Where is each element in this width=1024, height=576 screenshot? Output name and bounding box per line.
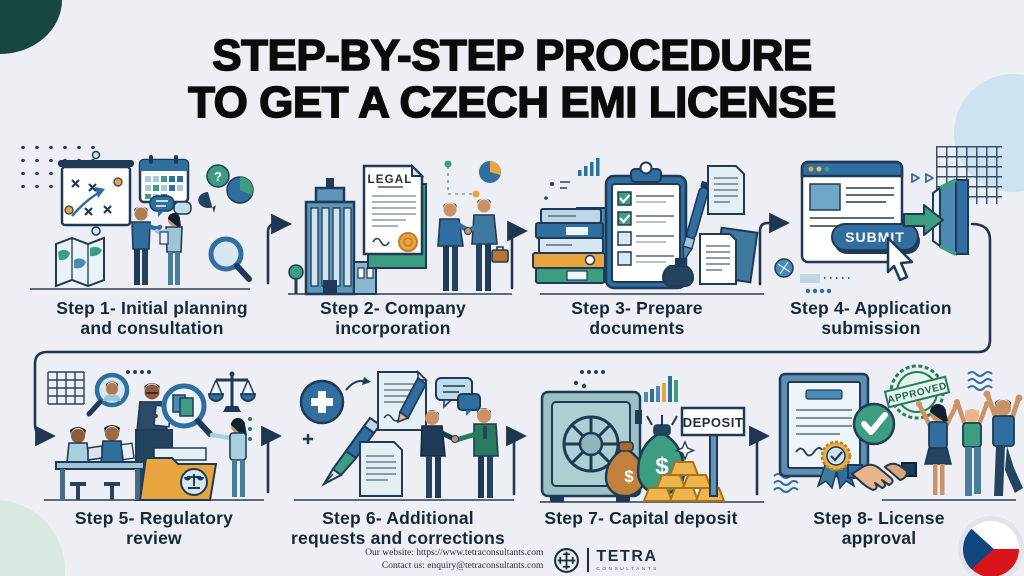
page-title: STEP-BY-STEP PROCEDURE TO GET A CZECH EM… bbox=[0, 31, 1024, 127]
grid-decoration bbox=[47, 371, 85, 405]
edited-document-icon bbox=[377, 370, 428, 431]
step-3-illustration bbox=[532, 150, 772, 300]
footer-contact-block: Our website: https://www.tetraconsultant… bbox=[365, 547, 543, 574]
award-ribbon-icon bbox=[816, 440, 856, 490]
step-1-illustration: ? bbox=[12, 140, 262, 295]
brand-text: TETRA CONSULTANTS bbox=[596, 547, 659, 572]
magnifier-documents-icon bbox=[161, 383, 213, 437]
czech-flag-icon bbox=[963, 521, 1019, 576]
dots-decoration bbox=[126, 370, 252, 441]
team-desk-icon bbox=[55, 425, 145, 500]
legal-document-icon: LEGAL bbox=[362, 163, 427, 269]
dots-decoration bbox=[573, 370, 605, 389]
submit-button: SUBMIT bbox=[831, 223, 920, 254]
deposit-label: DEPOSIT bbox=[683, 415, 744, 430]
connector-step4-step5 bbox=[33, 222, 992, 447]
magnifier-person-icon bbox=[86, 372, 130, 417]
calendar-icon bbox=[138, 155, 190, 204]
bar-chart-decoration bbox=[544, 158, 600, 200]
plus-circle-icon bbox=[299, 379, 345, 425]
check-circle-icon bbox=[852, 402, 896, 446]
dollar-sign: $ bbox=[624, 467, 634, 486]
cursor-icon bbox=[886, 236, 914, 282]
legal-folder-icon bbox=[138, 447, 218, 501]
footer: Our website: https://www.tetraconsultant… bbox=[0, 545, 1024, 575]
step-8-illustration: APPROVED bbox=[772, 362, 1024, 504]
triangle-decoration bbox=[911, 173, 934, 183]
celebrating-woman bbox=[916, 401, 959, 495]
connector-step5-step6 bbox=[261, 425, 282, 494]
svg-text:?: ? bbox=[214, 169, 222, 184]
dashed-line-decoration bbox=[444, 160, 480, 198]
browser-window-icon bbox=[800, 160, 904, 264]
step-2-illustration: LEGAL bbox=[280, 150, 520, 300]
strategy-board-icon bbox=[58, 150, 134, 236]
step-5-illustration bbox=[32, 362, 272, 504]
brand-name: TETRA bbox=[596, 547, 658, 565]
connector-step7-step8 bbox=[749, 425, 770, 496]
pie-chart-icon bbox=[479, 161, 501, 183]
footer-website: Our website: https://www.tetraconsultant… bbox=[365, 547, 544, 558]
question-bubbles-icon: ? bbox=[198, 164, 254, 213]
handshake-men-icon bbox=[420, 408, 499, 498]
inspector-woman-icon bbox=[209, 418, 247, 497]
document-icon bbox=[359, 441, 403, 497]
map-icon bbox=[55, 236, 105, 288]
connector-step3-step4 bbox=[758, 212, 790, 286]
green-arrow-icon bbox=[903, 204, 944, 236]
sparkle-decoration bbox=[674, 440, 696, 461]
step-7-label: Step 7- Capital deposit bbox=[544, 508, 738, 528]
celebrating-person bbox=[954, 399, 990, 496]
tree-icon bbox=[288, 264, 304, 294]
gold-bars-icon bbox=[643, 461, 725, 502]
tetra-logo-icon bbox=[554, 547, 580, 573]
building-icon bbox=[304, 178, 377, 296]
curved-arrow-icon bbox=[345, 377, 371, 391]
checklist-clipboard-icon bbox=[604, 161, 688, 290]
handshake-icon bbox=[847, 462, 917, 491]
books-stack-icon bbox=[532, 207, 610, 284]
submit-label: SUBMIT bbox=[845, 229, 905, 245]
step-6-illustration bbox=[286, 362, 520, 504]
step-4-illustration: SUBMIT bbox=[772, 150, 1024, 300]
documents-icon bbox=[699, 165, 759, 285]
bar-chart-decoration bbox=[644, 376, 678, 402]
connector-step2-step3 bbox=[507, 220, 528, 290]
connector-step1-step2 bbox=[266, 213, 292, 285]
handshake-businessmen bbox=[437, 198, 509, 291]
brand-logo: TETRA CONSULTANTS bbox=[553, 547, 659, 574]
talking-people-icon bbox=[131, 195, 192, 285]
plus-decoration bbox=[303, 434, 313, 444]
title-line-2: TO GET A CZECH EMI LICENSE bbox=[187, 77, 837, 127]
connector-step6-step7 bbox=[506, 425, 527, 496]
step-7-illustration: $ $ DEPOSIT bbox=[532, 362, 772, 504]
dollar-sign: $ bbox=[655, 453, 669, 480]
brand-subtitle: CONSULTANTS bbox=[596, 566, 659, 572]
chart-decoration bbox=[774, 258, 854, 294]
celebrating-man bbox=[983, 390, 1023, 496]
title-line-1: STEP-BY-STEP PROCEDURE bbox=[212, 31, 813, 80]
legal-title: LEGAL bbox=[368, 174, 413, 186]
brand-divider bbox=[587, 548, 590, 572]
magnifier-icon bbox=[208, 236, 252, 282]
waves-decoration bbox=[773, 371, 993, 493]
fountain-pen-icon bbox=[661, 180, 711, 287]
footer-contact: Contact us: enquiry@tetraconsultants.com bbox=[381, 561, 544, 571]
approved-stamp: APPROVED bbox=[883, 364, 951, 420]
scales-icon bbox=[208, 371, 256, 412]
deposit-sign: DEPOSIT bbox=[680, 406, 746, 497]
chat-bubbles-icon bbox=[435, 377, 481, 416]
